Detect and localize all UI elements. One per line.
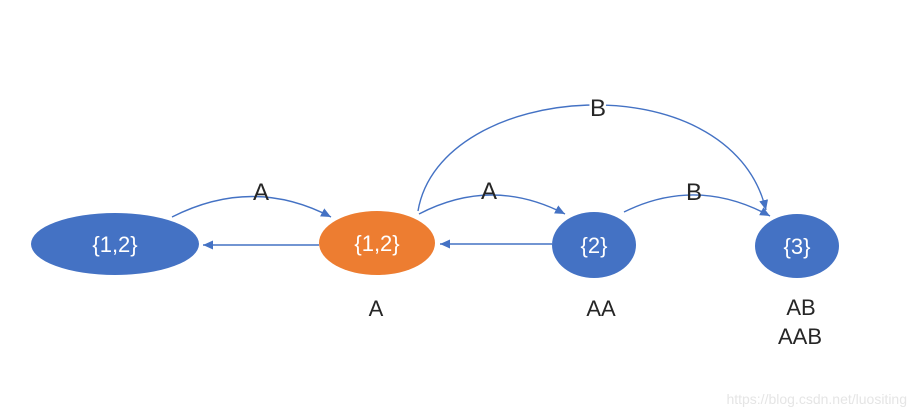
edge-after-aa-to-after-ab (623, 194, 771, 217)
node-after-a-ellipse (319, 211, 435, 275)
node-after-aa-ellipse (552, 212, 636, 278)
node-caption-after-a: A (369, 296, 384, 321)
edge-after-a-to-after-ab (417, 104, 769, 212)
edge-after-a-to-after-aa (418, 194, 566, 215)
node-start-label: {1,2} (92, 232, 137, 257)
edge-label-after-a-to-after-aa: A (481, 178, 497, 205)
node-after-aa-label: {2} (581, 233, 608, 258)
edge-start-to-after-a (171, 195, 332, 218)
node-caption-after-ab-line1: AB (786, 295, 815, 320)
node-caption-after-ab-line2: AAB (778, 324, 822, 349)
node-after-ab-ellipse (755, 214, 839, 278)
watermark: https://blog.csdn.net/luositing (726, 391, 907, 407)
edge-label-after-aa-to-after-ab: B (686, 179, 702, 206)
node-start-ellipse (31, 213, 199, 275)
node-after-a-label: {1,2} (354, 231, 399, 256)
edge-label-after-a-to-after-ab: B (590, 95, 606, 122)
node-after-ab-label: {3} (784, 234, 811, 259)
edge-label-start-to-after-a: A (253, 179, 269, 206)
node-caption-after-aa: AA (586, 296, 616, 321)
